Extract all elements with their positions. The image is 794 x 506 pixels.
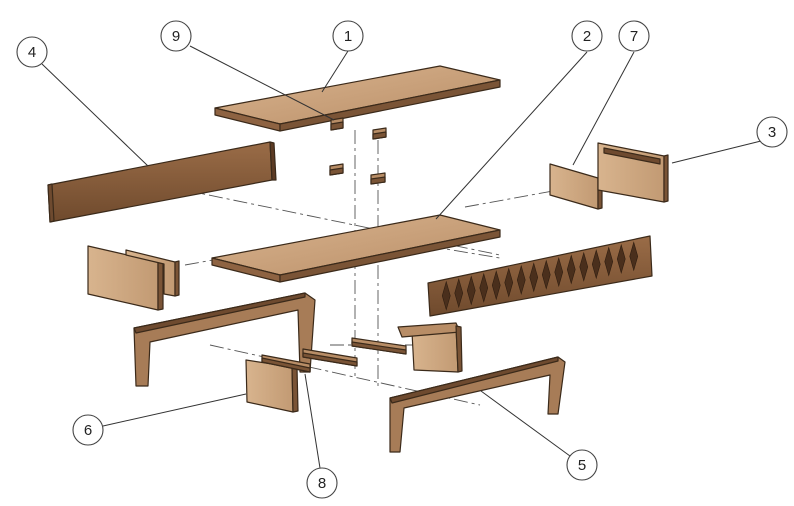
balloon-1: 1 — [332, 20, 364, 52]
rail-diamond — [541, 259, 551, 290]
balloon-9-label: 9 — [172, 28, 180, 45]
balloon-3-label: 3 — [768, 124, 776, 141]
rail-diamond — [604, 246, 614, 277]
leader-lines — [41, 45, 762, 469]
balloon-9: 9 — [160, 20, 192, 52]
end-panels-left — [87, 245, 180, 311]
rail-diamond — [591, 249, 601, 280]
balloon-3: 3 — [756, 116, 788, 148]
balloon-1-label: 1 — [344, 28, 352, 45]
balloon-7-label: 7 — [630, 28, 638, 45]
rail-diamond — [629, 241, 639, 272]
rail-diamond-pattern — [441, 241, 639, 311]
rail-diamond — [554, 256, 564, 288]
balloon-7: 7 — [618, 20, 650, 52]
diamond-front-rail — [427, 235, 653, 317]
rail-diamond — [579, 251, 589, 282]
part-4-back-rail — [47, 141, 277, 223]
part-2-shelf-board — [211, 214, 501, 283]
rail-diamond — [479, 272, 489, 303]
balloon-2: 2 — [571, 20, 603, 52]
rail-diamond — [516, 264, 526, 296]
part-9-blocks — [329, 117, 387, 185]
part-5-leg-frame-right — [389, 356, 566, 453]
part-1-top-board — [214, 65, 501, 132]
leg-frame-left — [133, 292, 316, 387]
callout-balloons: 1 9 2 7 3 4 5 6 — [16, 20, 788, 499]
bracket-right — [397, 322, 463, 373]
rail-diamond — [566, 254, 576, 285]
part-7-side-block — [549, 163, 603, 210]
rail-diamond — [616, 243, 626, 275]
rail-diamond — [441, 280, 451, 311]
rail-diamond — [466, 275, 476, 306]
balloon-8: 8 — [306, 467, 338, 499]
balloon-5-label: 5 — [578, 457, 586, 474]
balloon-8-label: 8 — [318, 475, 326, 492]
balloon-6-label: 6 — [84, 422, 92, 439]
balloon-4: 4 — [16, 36, 48, 68]
balloon-2-label: 2 — [583, 28, 591, 45]
rail-diamond — [529, 262, 539, 293]
rail-diamond — [454, 277, 464, 309]
balloon-6: 6 — [72, 414, 104, 446]
stretchers — [302, 337, 407, 367]
part-3-end-panel — [597, 142, 669, 203]
balloon-4-label: 4 — [28, 44, 36, 61]
rail-diamond — [504, 267, 514, 298]
part-8-rail-piece — [261, 354, 311, 373]
balloon-5: 5 — [566, 449, 598, 481]
rail-diamond — [491, 270, 501, 301]
